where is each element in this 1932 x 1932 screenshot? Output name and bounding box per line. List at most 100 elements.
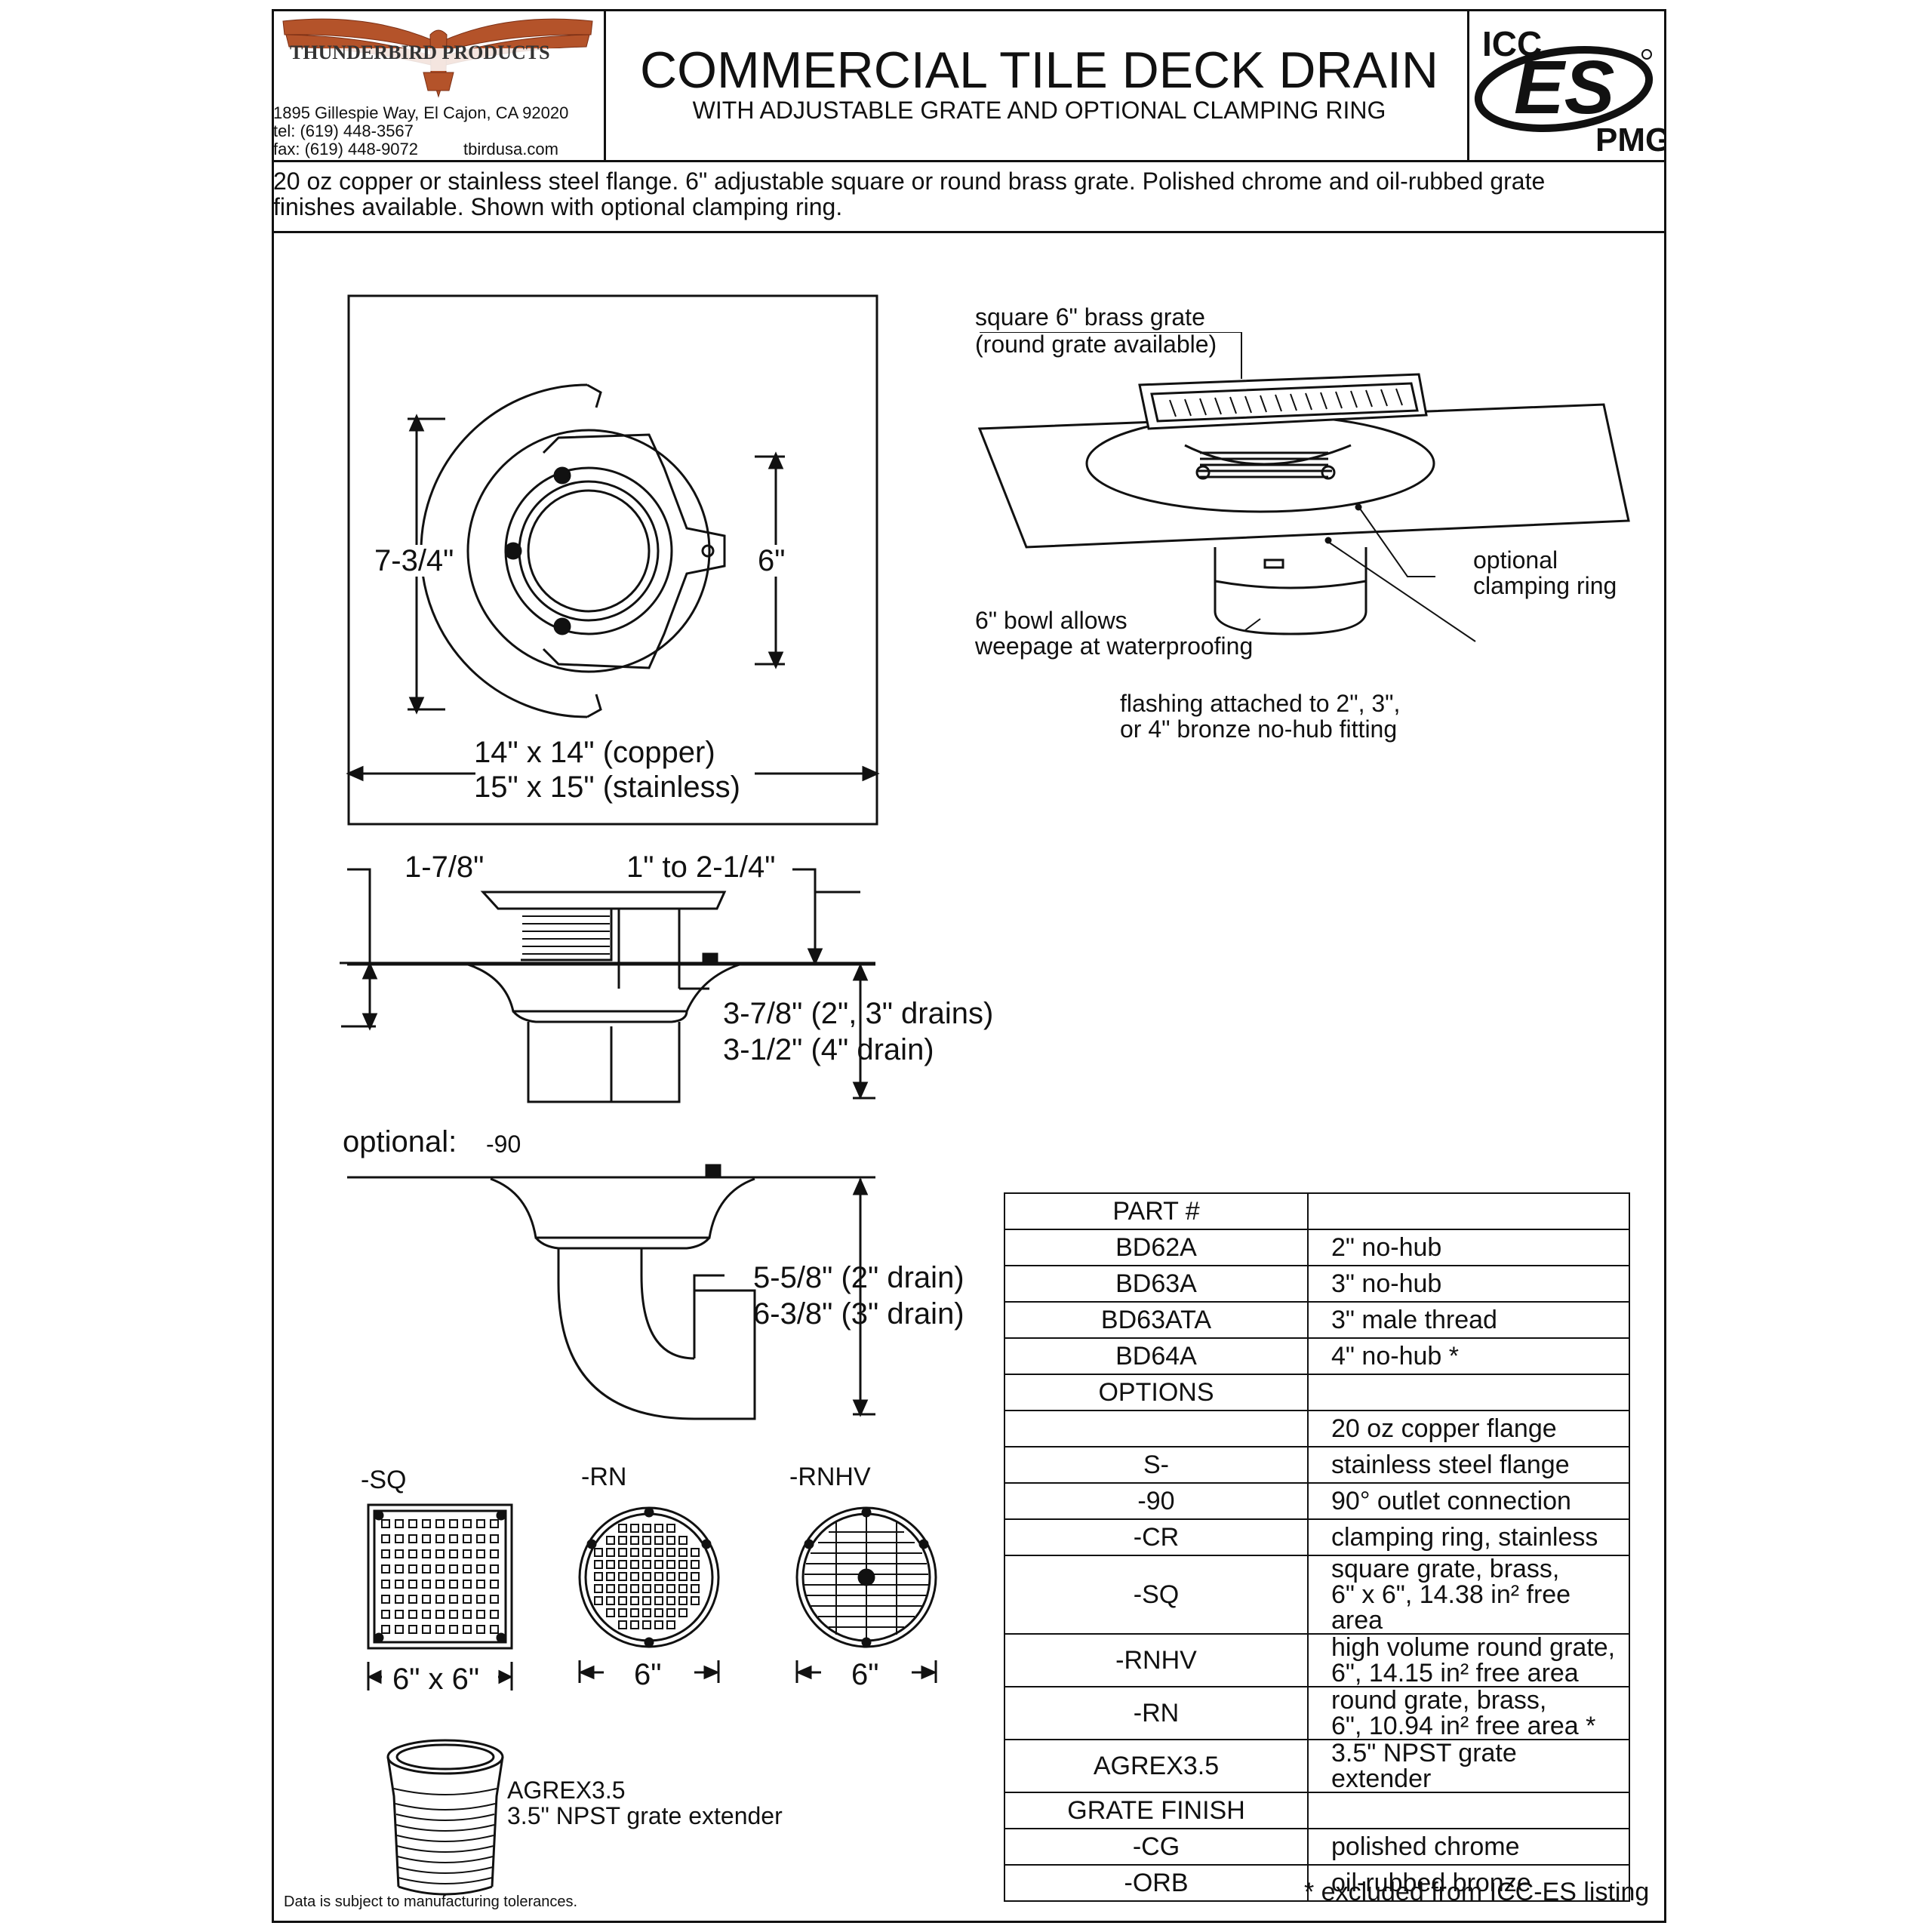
section-adjust-dim: 1" to 2-1/4": [626, 851, 776, 884]
table-cell-line: 6", 14.15 in² free area: [1331, 1659, 1579, 1687]
company-web[interactable]: tbirdusa.com: [463, 140, 558, 158]
table-cell-line: square grate, brass,: [1331, 1555, 1560, 1583]
top-view-height-dim: 7-3/4": [374, 544, 454, 577]
table-cell: BD63ATA: [1004, 1301, 1309, 1339]
table-cell: -CR: [1004, 1518, 1309, 1556]
grate-sq-dim: 6" x 6": [392, 1663, 480, 1696]
optional-code: -90: [486, 1131, 521, 1158]
table-cell: -RN: [1004, 1686, 1309, 1740]
iso-bowl-label-1: 6" bowl allows: [975, 607, 1128, 634]
description-line-1: 20 oz copper or stainless steel flange. …: [273, 168, 1546, 195]
optional-elbow-drawing: [332, 1162, 906, 1434]
table-cell: 3" male thread: [1307, 1301, 1630, 1339]
table-cell: -90: [1004, 1482, 1309, 1520]
table-cell: polished chrome: [1307, 1828, 1630, 1866]
table-cell: 3" no-hub: [1307, 1265, 1630, 1303]
company-logo: [275, 12, 600, 101]
table-row: S-stainless steel flange: [1004, 1446, 1630, 1484]
table-cell: 20 oz copper flange: [1307, 1410, 1630, 1447]
table-cell: clamping ring, stainless: [1307, 1518, 1630, 1556]
table-cell: 2" no-hub: [1307, 1229, 1630, 1266]
iso-grate-label-1: square 6" brass grate: [975, 303, 1205, 331]
page-subtitle: WITH ADJUSTABLE GRATE AND OPTIONAL CLAMP…: [692, 97, 1386, 124]
grate-rnhv-dim: 6": [851, 1658, 879, 1691]
top-view-size-copper: 14" x 14" (copper): [474, 736, 715, 769]
page-frame: [272, 9, 1666, 1923]
iso-ring-label-1: optional: [1473, 546, 1558, 574]
table-cell: [1307, 1374, 1630, 1411]
table-cell-line: 6" x 6", 14.38 in² free area: [1331, 1580, 1571, 1635]
table-row: GRATE FINISH: [1004, 1792, 1630, 1829]
excluded-note: * excluded from ICC-ES listing: [1304, 1878, 1650, 1906]
iso-flash-label-2: or 4" bronze no-hub fitting: [1120, 715, 1398, 743]
table-row: OPTIONS: [1004, 1374, 1630, 1411]
grate-rn-dim: 6": [634, 1658, 662, 1691]
table-cell: high volume round grate,6", 14.15 in² fr…: [1307, 1633, 1630, 1687]
section-view-drawing: [332, 853, 921, 1109]
iso-bowl-label-2: weepage at waterproofing: [975, 632, 1254, 660]
grate-rnhv-code: -RNHV: [789, 1463, 871, 1491]
table-cell: BD62A: [1004, 1229, 1309, 1266]
table-cell: 3.5" NPST grate extender: [1307, 1739, 1630, 1793]
company-address: 1895 Gillespie Way, El Cajon, CA 92020: [273, 103, 569, 122]
table-cell: [1004, 1410, 1309, 1447]
table-cell: AGREX3.5: [1004, 1739, 1309, 1793]
table-cell: BD64A: [1004, 1337, 1309, 1375]
icc-es-logo: ICC ES PMG: [1469, 11, 1671, 158]
grate-rn-code: -RN: [581, 1463, 627, 1491]
company-fax: fax: (619) 448-9072: [273, 140, 419, 158]
top-view-drawing: [332, 287, 906, 830]
tolerance-note: Data is subject to manufacturing toleran…: [284, 1894, 578, 1910]
table-cell: square grate, brass,6" x 6", 14.38 in² f…: [1307, 1555, 1630, 1635]
cert-bottom: PMG: [1595, 122, 1665, 158]
isometric-drawing: [974, 331, 1653, 755]
table-cell: [1307, 1792, 1630, 1829]
iso-grate-label-2: (round grate available): [975, 331, 1217, 358]
optional-depth-2: 6-3/8" (3" drain): [753, 1297, 964, 1331]
description-divider: [272, 231, 1666, 233]
section-depth-1: 3-7/8" (2", 3" drains): [723, 997, 994, 1030]
table-row: 20 oz copper flange: [1004, 1410, 1630, 1447]
extender-code: AGREX3.5: [507, 1777, 626, 1804]
iso-ring-label-2: clamping ring: [1473, 572, 1617, 599]
iso-flash-label-1: flashing attached to 2", 3",: [1120, 690, 1401, 717]
table-cell: BD63A: [1004, 1265, 1309, 1303]
table-cell: OPTIONS: [1004, 1374, 1309, 1411]
table-cell: oil-rubbed bronze: [1307, 1864, 1630, 1902]
page-title: COMMERCIAL TILE DECK DRAIN: [640, 42, 1438, 99]
extender-desc: 3.5" NPST grate extender: [507, 1802, 783, 1829]
table-cell: -CG: [1004, 1828, 1309, 1866]
top-view-size-stainless: 15" x 15" (stainless): [474, 771, 740, 804]
table-cell: 90° outlet connection: [1307, 1482, 1630, 1520]
table-cell-line: 6", 10.94 in² free area *: [1331, 1712, 1596, 1740]
grate-sq-code: -SQ: [361, 1466, 407, 1494]
table-cell: -ORB: [1004, 1864, 1309, 1902]
table-cell: S-: [1004, 1446, 1309, 1484]
table-cell: -RNHV: [1004, 1633, 1309, 1687]
grate-sq-drawing: [355, 1502, 528, 1713]
cert-mid: ES: [1514, 45, 1614, 130]
logo-divider: [604, 9, 606, 160]
cert-divider: [1467, 9, 1469, 160]
top-view-bowl-dim: 6": [758, 544, 786, 577]
table-cell: 4" no-hub *: [1307, 1337, 1630, 1375]
table-cell-line: round grate, brass,: [1331, 1686, 1547, 1715]
table-cell: -SQ: [1004, 1555, 1309, 1635]
table-cell: round grate, brass,6", 10.94 in² free ar…: [1307, 1686, 1630, 1740]
extender-drawing: [377, 1736, 513, 1902]
table-cell: GRATE FINISH: [1004, 1792, 1309, 1829]
grate-rnhv-drawing: [791, 1502, 949, 1698]
optional-depth-1: 5-5/8" (2" drain): [753, 1261, 964, 1294]
table-cell: stainless steel flange: [1307, 1446, 1630, 1484]
